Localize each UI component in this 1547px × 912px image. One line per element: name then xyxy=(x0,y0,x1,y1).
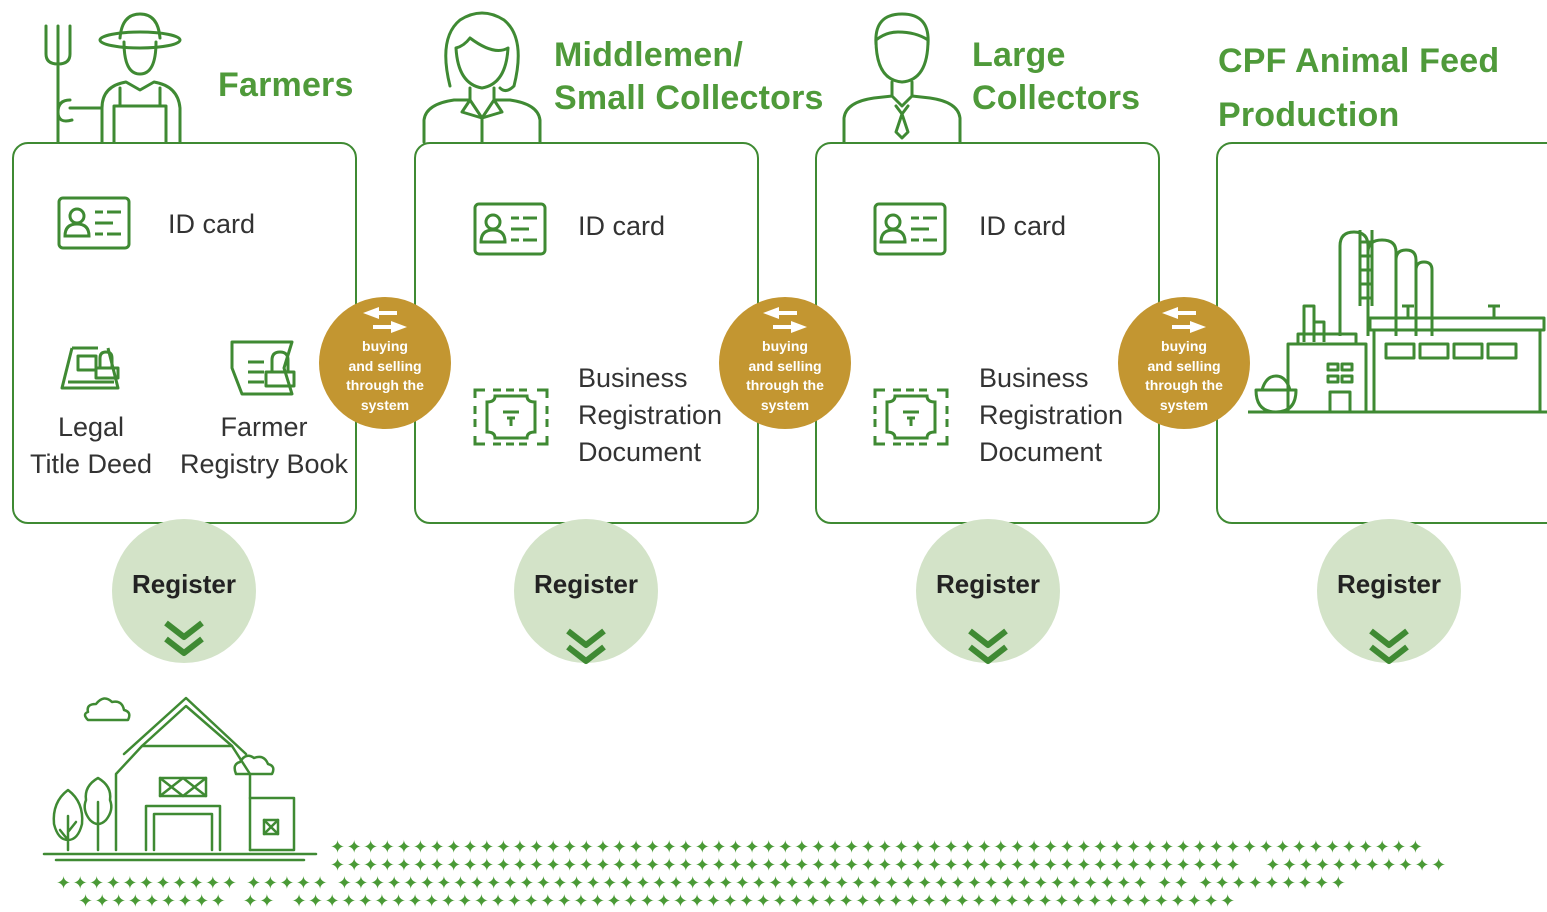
crop-row-3: ✦✦✦✦✦✦✦✦✦✦✦ ✦✦✦✦✦ ✦✦✦✦✦✦✦✦✦✦✦✦✦✦✦✦✦✦✦✦✦✦… xyxy=(56,873,1348,894)
chevron-down-double-icon xyxy=(1369,628,1409,664)
large-collectors-br-line1: Business xyxy=(979,363,1089,393)
farmers-documents-card: ID card Legal Title Deed Farmer Registry… xyxy=(12,142,357,524)
register-large-collectors[interactable]: Register xyxy=(916,519,1060,664)
badge-1-line1: buying xyxy=(362,338,408,354)
register-label: Register xyxy=(1336,569,1442,599)
id-card-icon xyxy=(473,202,547,256)
middlemen-id-card-label: ID card xyxy=(578,211,666,241)
farmer-registry-book-line1: Farmer xyxy=(220,412,308,442)
badge-2-line2: and selling xyxy=(748,357,822,374)
large-collectors-id-card-label: ID card xyxy=(979,211,1067,241)
farmer-icon xyxy=(44,12,182,144)
register-middlemen[interactable]: Register xyxy=(514,519,658,664)
badge-2-line4: system xyxy=(760,396,810,413)
exchange-badge-1: buying and selling through the system xyxy=(319,297,451,429)
badge-3-line3: through the xyxy=(1145,377,1223,393)
badge-3-line4: system xyxy=(1159,396,1209,413)
factory-icon xyxy=(1248,230,1547,414)
badge-3-line2: and selling xyxy=(1147,357,1221,374)
crop-row-2: ✦✦✦✦✦✦✦✦✦✦✦✦✦✦✦✦✦✦✦✦✦✦✦✦✦✦✦✦✦✦✦✦✦✦✦✦✦✦✦✦… xyxy=(330,855,1448,876)
certificate-icon xyxy=(873,388,949,446)
land-deed-icon xyxy=(60,346,120,390)
badge-2-line1: buying xyxy=(762,338,808,354)
badge-1-line2: and selling xyxy=(348,357,422,374)
cpf-facility-card xyxy=(1216,142,1547,524)
registry-book-icon xyxy=(230,340,296,396)
farmers-id-card-label: ID card xyxy=(168,209,256,239)
id-card-icon xyxy=(873,202,947,256)
middlemen-br-line2: Registration xyxy=(578,400,723,430)
stage-title-middlemen: Middlemen/ Small Collectors xyxy=(554,34,824,120)
certificate-icon xyxy=(473,388,549,446)
middlemen-documents-card: ID card Business Registration Document xyxy=(414,142,759,524)
register-label: Register xyxy=(533,569,639,599)
crop-row-1: ✦✦✦✦✦✦✦✦✦✦✦✦✦✦✦✦✦✦✦✦✦✦✦✦✦✦✦✦✦✦✦✦✦✦✦✦✦✦✦✦… xyxy=(330,837,1425,858)
badge-3-line1: buying xyxy=(1161,338,1207,354)
farmer-registry-book-label: Farmer Registry Book xyxy=(179,409,349,483)
stage-title-large-collectors: Large Collectors xyxy=(972,34,1140,120)
legal-title-deed-line1: Legal xyxy=(57,412,125,442)
middlemen-br-line1: Business xyxy=(578,363,688,393)
cpf-title-line1: CPF Animal Feed xyxy=(1218,42,1500,80)
farmers-title-text: Farmers xyxy=(218,66,354,104)
stage-title-farmers: Farmers xyxy=(218,64,354,107)
large-collectors-title-line1: Large xyxy=(972,36,1066,74)
large-collectors-business-registration-label: Business Registration Document xyxy=(979,360,1123,471)
exchange-arrows-icon xyxy=(1162,307,1206,333)
large-collectors-documents-card: ID card Business Registration Document xyxy=(815,142,1160,524)
badge-1-line3: through the xyxy=(346,377,424,393)
chevron-down-double-icon xyxy=(968,628,1008,664)
middlemen-title-line2: Small Collectors xyxy=(554,79,824,117)
exchange-badge-2: buying and selling through the system xyxy=(719,297,851,429)
register-label: Register xyxy=(935,569,1041,599)
middlemen-business-registration-label: Business Registration Document xyxy=(578,360,722,471)
businessman-icon xyxy=(842,12,962,144)
middlemen-title-line1: Middlemen/ xyxy=(554,36,744,74)
exchange-arrows-icon xyxy=(363,307,407,333)
legal-title-deed-line2: Title Deed xyxy=(29,449,153,479)
large-collectors-br-line2: Registration xyxy=(979,400,1124,430)
legal-title-deed-label: Legal Title Deed xyxy=(26,409,156,483)
woman-icon xyxy=(422,11,542,144)
barn-icon xyxy=(42,696,318,862)
farmer-registry-book-line2: Registry Book xyxy=(179,449,349,479)
exchange-arrows-icon xyxy=(763,307,807,333)
crop-row-4: ✦✦✦✦✦✦✦✦✦ ✦✦ ✦✦✦✦✦✦✦✦✦✦✦✦✦✦✦✦✦✦✦✦✦✦✦✦✦✦✦… xyxy=(78,891,1237,912)
register-farmers[interactable]: Register xyxy=(112,519,256,663)
badge-2-line3: through the xyxy=(746,377,824,393)
badge-1-line4: system xyxy=(360,396,410,413)
register-cpf[interactable]: Register xyxy=(1317,519,1461,664)
id-card-icon xyxy=(57,196,131,250)
large-collectors-title-line2: Collectors xyxy=(972,79,1141,117)
middlemen-br-line3: Document xyxy=(578,437,702,467)
chevron-down-double-icon xyxy=(566,628,606,664)
chevron-down-double-icon xyxy=(164,620,204,656)
large-collectors-br-line3: Document xyxy=(979,437,1103,467)
register-label: Register xyxy=(131,569,237,599)
exchange-badge-3: buying and selling through the system xyxy=(1118,297,1250,429)
